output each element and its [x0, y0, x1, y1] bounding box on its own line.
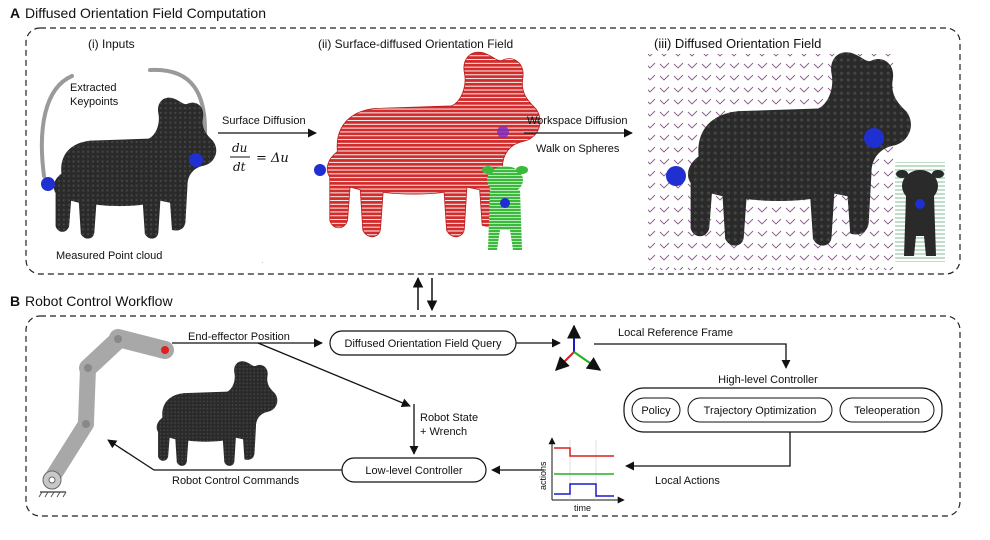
diffused-field-side-view [895, 162, 945, 262]
workflow-cow [156, 361, 278, 466]
surface-keypoint-left [314, 164, 326, 176]
local-actions-label: Local Actions [655, 475, 720, 487]
section-b-frame [25, 315, 961, 517]
robot-arm-illustration [38, 329, 174, 498]
diffused-keypoint-right [864, 128, 884, 148]
diffused-field-panel: (iii) Diffused Orientation Field [648, 36, 945, 270]
policy-label: Policy [641, 405, 671, 417]
teleoperation-box [839, 397, 935, 423]
inputs-title: (i) Inputs [88, 37, 135, 51]
policy-box [631, 397, 681, 423]
input-pointcloud-cow [53, 97, 217, 239]
keypoint-curve-left [39, 74, 74, 178]
commands-to-robot-arrow [107, 439, 342, 471]
equation-denominator: dt [233, 160, 246, 174]
walk-on-spheres-label: Walk on Spheres [536, 143, 620, 155]
keypoints-label-line1: Extracted [70, 82, 116, 94]
workspace-diffusion-step: Workspace Diffusion Walk on Spheres [524, 115, 633, 155]
surface-keypoint-right [497, 126, 509, 138]
surface-diffusion-label: Surface Diffusion [222, 115, 306, 127]
section-b-letter: B [10, 293, 20, 309]
surface-diffusion-step: Surface Diffusion du dt = Δu [218, 115, 317, 174]
teleoperation-label: Teleoperation [854, 405, 920, 417]
end-effector-marker [161, 346, 169, 354]
ee-position-label: End-effector Position [188, 331, 290, 343]
robot-state-label-line2: + Wrench [420, 426, 467, 438]
low-level-controller-label: Low-level Controller [365, 465, 463, 477]
field-query-label: Diffused Orientation Field Query [345, 338, 502, 350]
high-level-title: High-level Controller [718, 374, 818, 386]
controller-to-actions-arrow [625, 432, 791, 471]
actions-plot: actions time [538, 437, 625, 513]
surface-field-title: (ii) Surface-diffused Orientation Field [318, 37, 513, 51]
trajectory-optimization-box [687, 397, 833, 423]
diffused-field-title: (iii) Diffused Orientation Field [654, 36, 821, 51]
actions-axis-label: actions [538, 461, 548, 490]
time-axis-label: time [574, 503, 591, 513]
trajectory-optimization-label: Trajectory Optimization [704, 405, 817, 417]
section-a-letter: A [10, 5, 20, 21]
section-a-title: Diffused Orientation Field Computation [25, 5, 266, 21]
green-toy-view [482, 166, 528, 250]
frame-to-controller-arrow [594, 343, 791, 369]
equation-numerator: du [232, 141, 247, 155]
svg-text:·: · [262, 260, 264, 266]
keypoint-right-sphere [189, 153, 203, 167]
equation-rhs: = Δu [256, 151, 289, 166]
workspace-diffusion-label: Workspace Diffusion [527, 115, 627, 127]
ee-to-state-arrow [257, 342, 411, 408]
section-a-frame [25, 27, 961, 275]
section-link-arrows [412, 276, 438, 312]
robot-commands-label: Robot Control Commands [172, 475, 300, 487]
keypoint-left-sphere [41, 177, 55, 191]
keypoints-label-line2: Keypoints [70, 96, 119, 108]
inputs-panel: (i) Inputs Extracted Keypoints Measured … [39, 37, 217, 262]
robot-state-label-line1: Robot State [420, 412, 478, 424]
section-b: B Robot Control Workflow End-effector Po… [10, 293, 961, 517]
section-b-title: Robot Control Workflow [25, 293, 173, 309]
local-frame-axes [555, 324, 602, 371]
pointcloud-label: Measured Point cloud [56, 250, 162, 262]
local-frame-label: Local Reference Frame [618, 327, 733, 339]
diffused-keypoint-left [666, 166, 686, 186]
surface-field-panel: (ii) Surface-diffused Orientation Field … [262, 37, 541, 266]
section-a: A Diffused Orientation Field Computation… [10, 5, 961, 275]
